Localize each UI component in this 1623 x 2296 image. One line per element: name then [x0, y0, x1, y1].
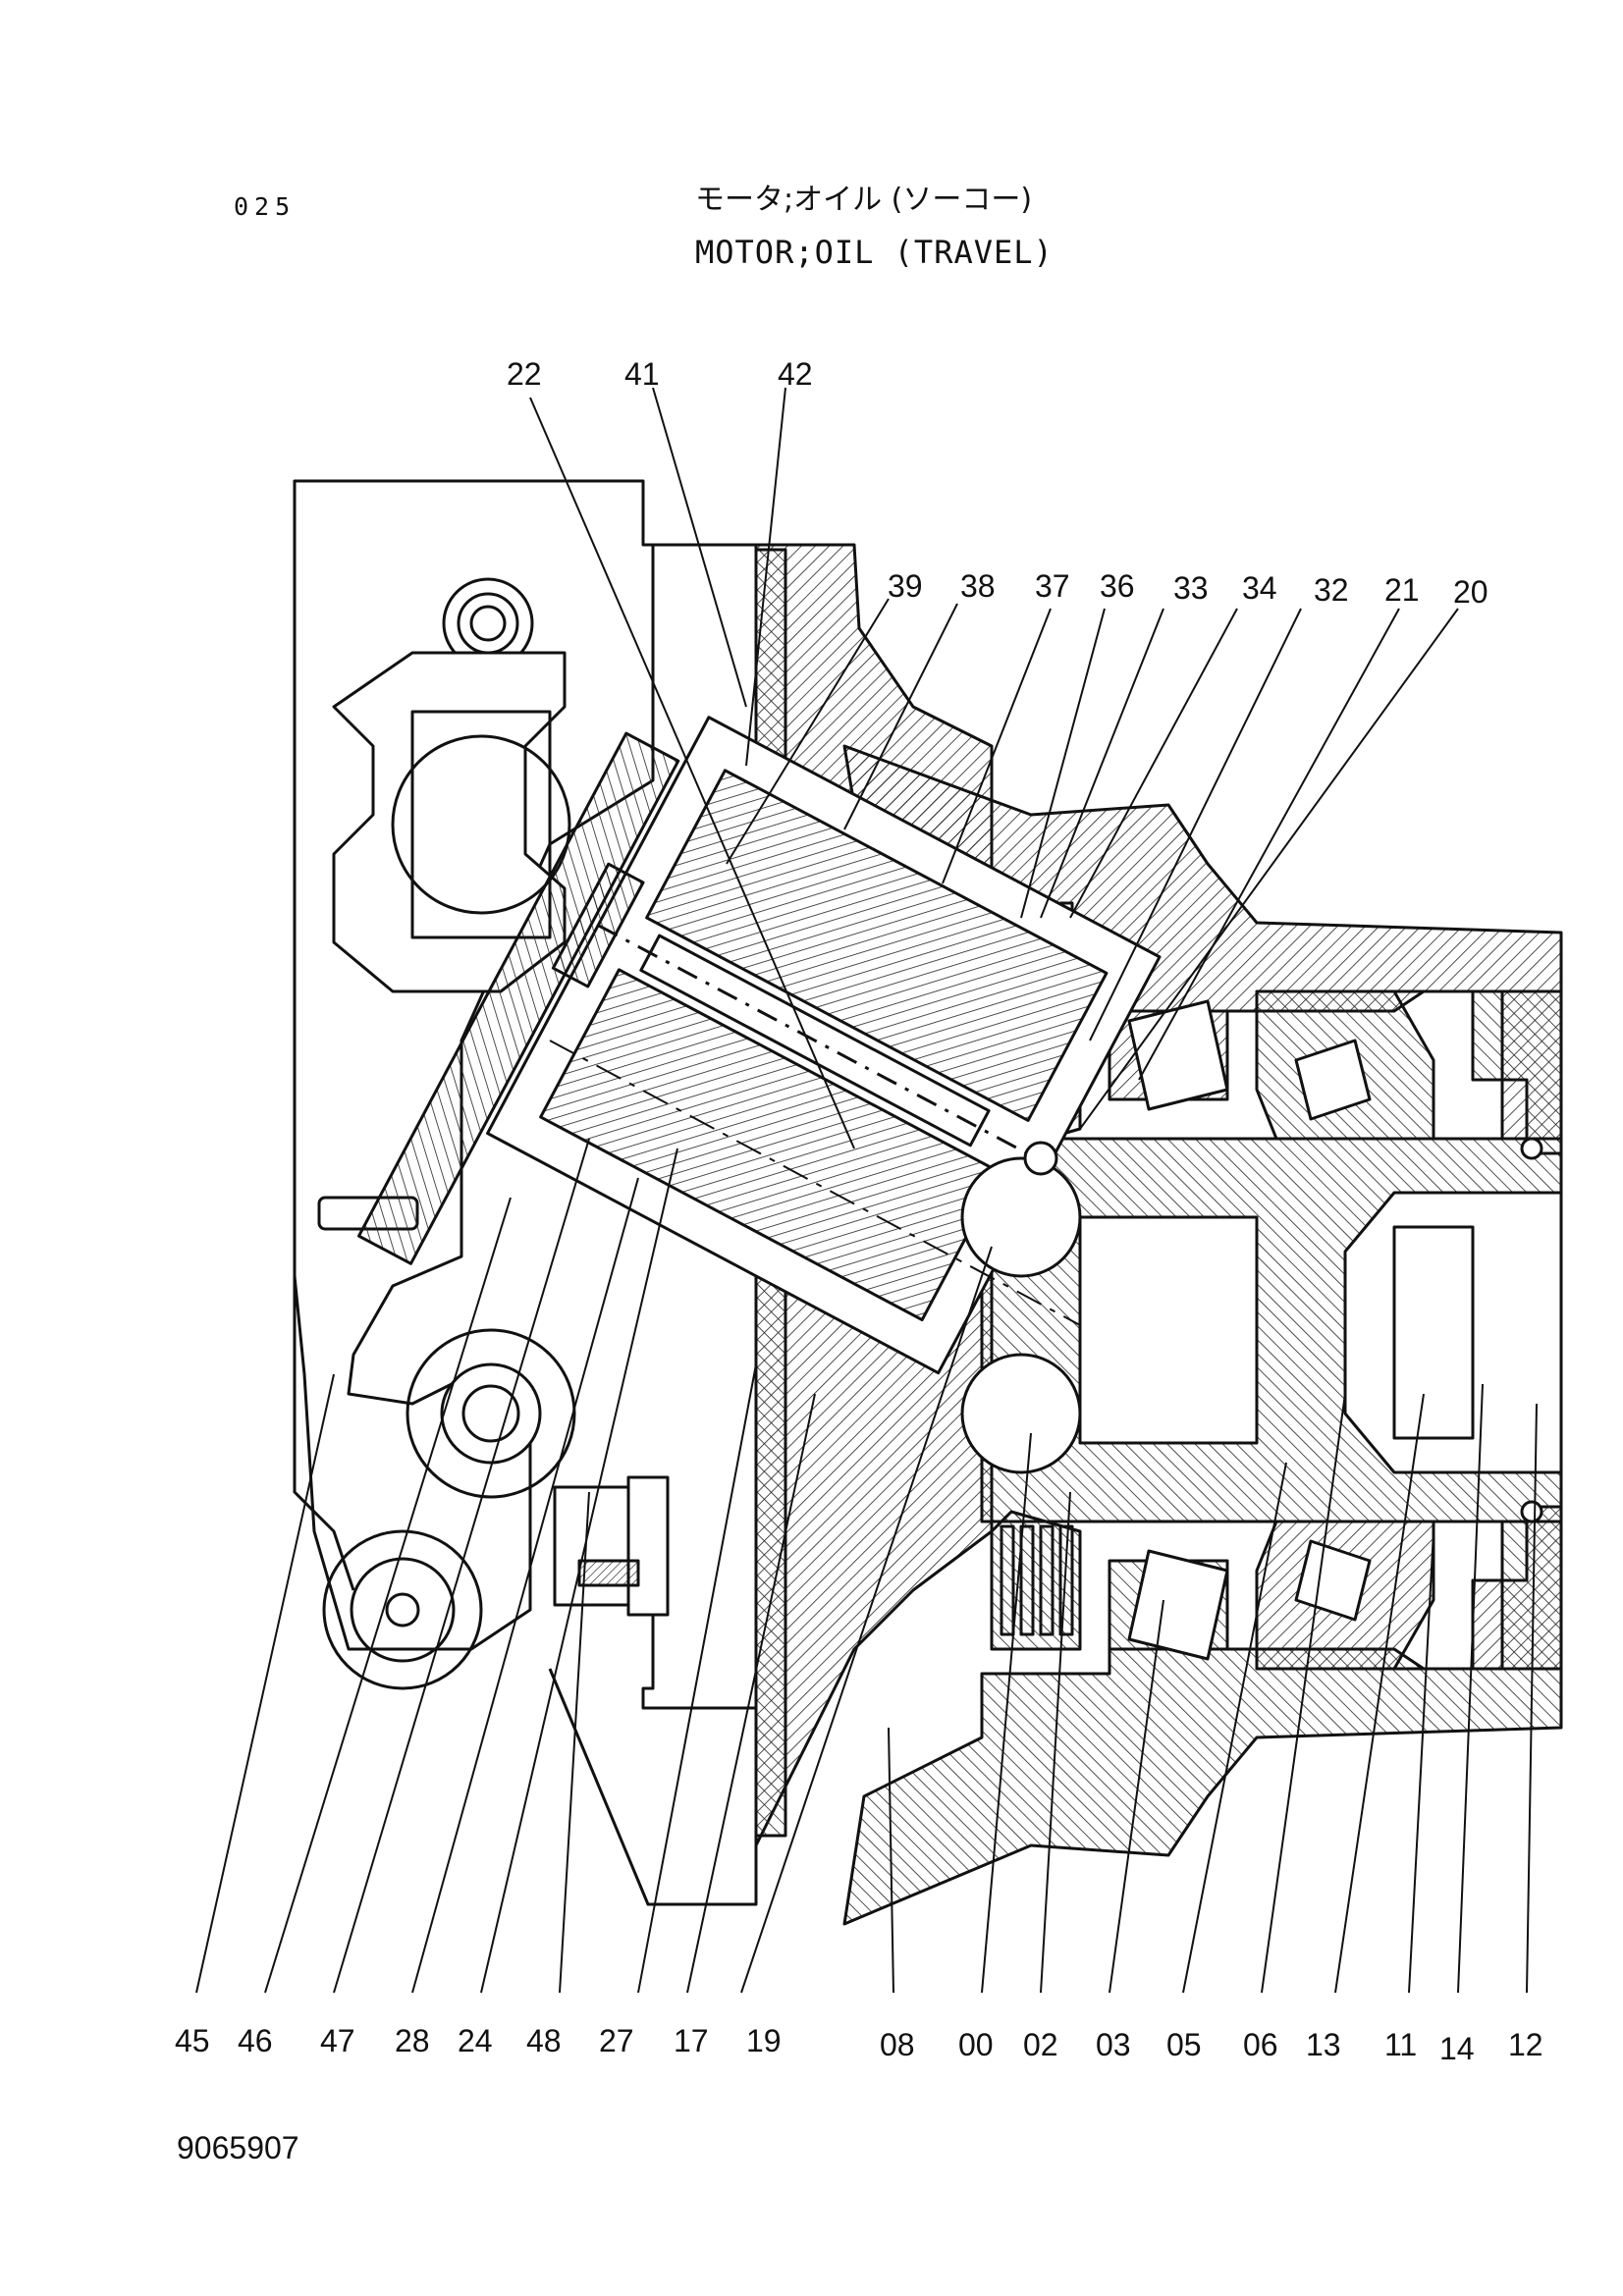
callouts-top: 22 41 42 39 38 37 36 33 34 32 21 20: [507, 356, 1488, 610]
callout-27: 27: [599, 2023, 634, 2058]
callout-37: 37: [1035, 568, 1070, 604]
leader-lines-bottom: [195, 1138, 1538, 1994]
callout-05: 05: [1166, 2027, 1202, 2062]
callout-06: 06: [1243, 2027, 1278, 2062]
callout-11: 11: [1384, 2027, 1417, 2062]
callout-36: 36: [1100, 568, 1135, 604]
callout-48: 48: [526, 2023, 562, 2058]
callout-34: 34: [1242, 570, 1277, 606]
output-shaft: [980, 1137, 1563, 1523]
title-english: MOTOR;OIL (TRAVEL): [695, 234, 1054, 271]
callout-02: 02: [1023, 2027, 1058, 2062]
callout-32: 32: [1314, 572, 1349, 608]
callout-08: 08: [880, 2027, 915, 2062]
callout-39: 39: [888, 568, 923, 604]
callout-41: 41: [624, 356, 660, 392]
bearing-lower: [1127, 1539, 1372, 1661]
end-cover: [1500, 989, 1563, 1671]
callout-12: 12: [1508, 2027, 1543, 2062]
cylinder-block: [486, 716, 1162, 1375]
callout-22: 22: [507, 356, 542, 392]
callout-03: 03: [1096, 2027, 1131, 2062]
callout-38: 38: [960, 568, 996, 604]
callout-21: 21: [1384, 572, 1420, 608]
callout-28: 28: [395, 2023, 430, 2058]
callout-17: 17: [674, 2023, 709, 2058]
callout-13: 13: [1306, 2027, 1341, 2062]
callout-42: 42: [778, 356, 813, 392]
callout-47: 47: [320, 2023, 355, 2058]
piston-balls: [960, 1141, 1082, 1474]
page-number: 025: [234, 192, 297, 221]
callout-46: 46: [238, 2023, 273, 2058]
callouts-bottom: 45 46 47 28 24 48 27 17 19 08 00 02 03 0…: [175, 2023, 1543, 2066]
callout-24: 24: [458, 2023, 493, 2058]
callout-33: 33: [1173, 570, 1209, 606]
callout-19: 19: [746, 2023, 782, 2058]
callout-14: 14: [1439, 2031, 1475, 2066]
relief-valve: [322, 1328, 758, 1906]
valve-block: [293, 479, 655, 1651]
callout-45: 45: [175, 2023, 210, 2058]
callout-00: 00: [958, 2027, 994, 2062]
drawing-number: 9065907: [177, 2130, 299, 2165]
title-japanese: モータ;オイル (ソーコー): [695, 183, 1033, 217]
callout-20: 20: [1453, 574, 1488, 610]
leader-lines-top: [529, 387, 1459, 1149]
valve-plate: [356, 731, 680, 1265]
